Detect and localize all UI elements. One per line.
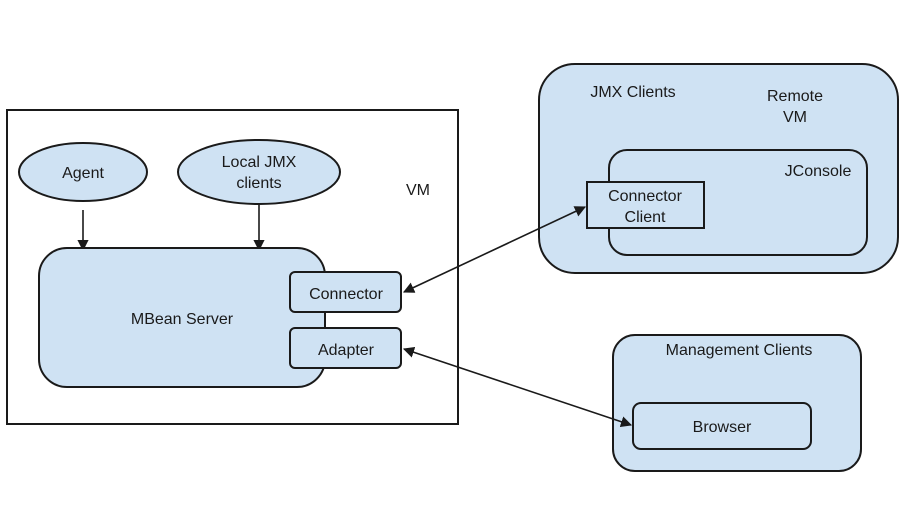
- remote-vm-label-line2: VM: [783, 109, 807, 126]
- adapter-node[interactable]: Adapter: [289, 327, 402, 369]
- local-jmx-clients-node[interactable]: Local JMX clients: [177, 139, 341, 205]
- adapter-to-browser-arrow: [402, 346, 633, 428]
- jmx-clients-label: JMX Clients: [590, 84, 675, 101]
- remote-vm-label-line1: Remote: [767, 88, 823, 105]
- local-jmx-label-line2: clients: [236, 175, 281, 192]
- connector-to-client-arrow: [402, 206, 587, 293]
- jconsole-label: JConsole: [785, 163, 852, 180]
- browser-label: Browser: [693, 419, 752, 436]
- connector-client-label-line2: Client: [625, 209, 666, 226]
- local-jmx-label-line1: Local JMX: [222, 154, 297, 171]
- connector-node[interactable]: Connector: [289, 271, 402, 313]
- mbean-server-node[interactable]: MBean Server: [38, 247, 326, 388]
- management-clients-label: Management Clients: [666, 342, 813, 359]
- mbean-server-label: MBean Server: [131, 311, 234, 328]
- adapter-label: Adapter: [318, 342, 375, 359]
- agent-label: Agent: [62, 165, 104, 182]
- vm-label: VM: [406, 182, 430, 199]
- connector-client-node[interactable]: Connector Client: [586, 181, 705, 229]
- agent-node[interactable]: Agent: [18, 142, 148, 202]
- connector-client-label-line1: Connector: [608, 188, 682, 205]
- browser-node[interactable]: Browser: [632, 402, 812, 450]
- connector-label: Connector: [309, 286, 383, 303]
